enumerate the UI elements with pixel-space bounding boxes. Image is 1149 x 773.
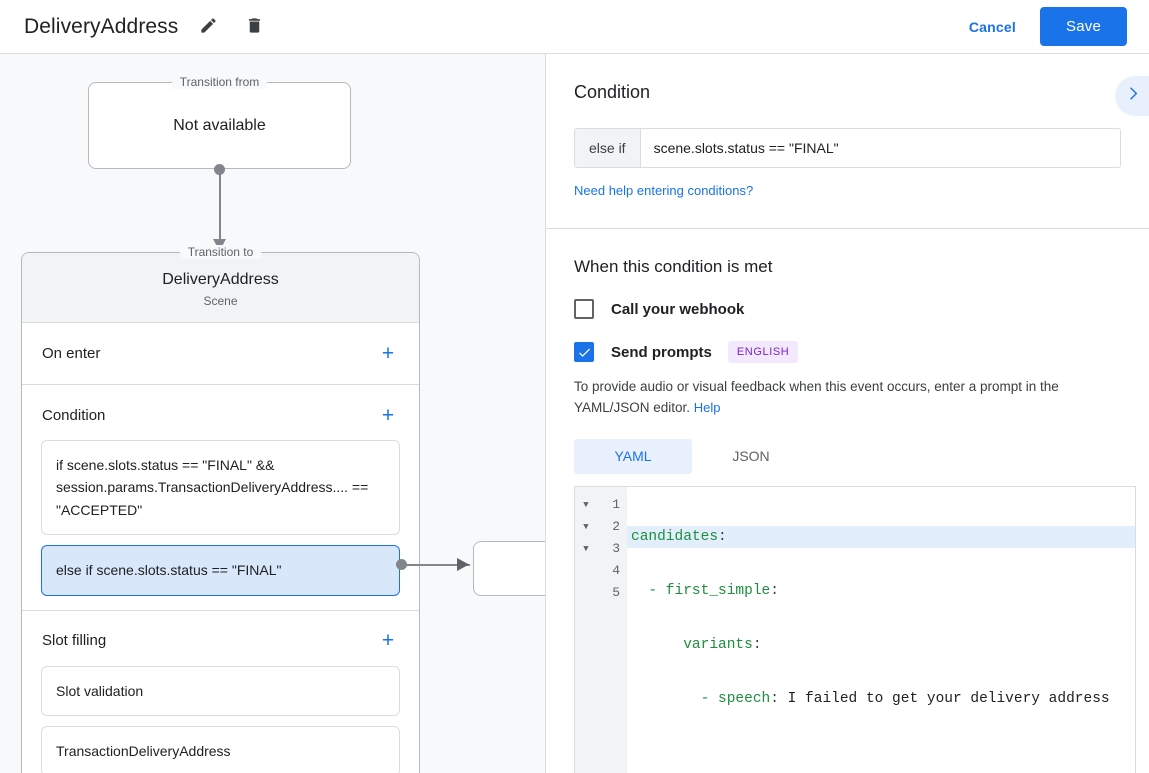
slot-validation-item[interactable]: Slot validation [41, 665, 400, 716]
condition-input-row: else if [574, 128, 1121, 168]
panel-divider [545, 54, 546, 773]
connector-line-horizontal [402, 564, 470, 566]
send-prompts-label: Send prompts [611, 343, 712, 361]
add-on-enter-button[interactable]: + [381, 341, 395, 365]
tab-yaml[interactable]: YAML [574, 438, 692, 474]
slot-item-transaction-delivery-address[interactable]: TransactionDeliveryAddress [41, 725, 400, 773]
code-line: candidates: [627, 525, 1135, 548]
save-button[interactable]: Save [1040, 7, 1127, 46]
yaml-colon: : [770, 582, 779, 599]
code-line: - first_simple: [627, 580, 1135, 602]
yaml-value: I failed to get your delivery address [778, 690, 1110, 707]
yaml-key: candidates [631, 528, 719, 545]
condition-input[interactable] [640, 129, 1120, 167]
delete-button[interactable] [238, 11, 270, 43]
yaml-key: - speech [631, 690, 771, 707]
scene-card: Transition to DeliveryAddress Scene On e… [21, 245, 420, 773]
code-line: - speech: I failed to get your delivery … [627, 688, 1135, 710]
editor-format-tabs: YAML JSON [574, 438, 1121, 474]
add-slot-filling-button[interactable]: + [381, 629, 395, 653]
section-divider [546, 228, 1149, 229]
gutter-line: ▼3 [575, 538, 627, 560]
fold-arrow-icon[interactable]: ▼ [583, 499, 589, 510]
cancel-button[interactable]: Cancel [955, 10, 1030, 44]
scene-section-on-enter: On enter + [22, 323, 419, 385]
page-title: DeliveryAddress [24, 14, 179, 38]
section-title-slot-filling: Slot filling [42, 632, 107, 650]
chevron-right-icon [1124, 85, 1141, 107]
condition-item-selected[interactable]: else if scene.slots.status == "FINAL" [41, 545, 400, 596]
yaml-key: - first_simple [631, 582, 771, 599]
transition-from-legend: Transition from [171, 75, 268, 89]
prompts-help-link[interactable]: Help [693, 399, 721, 415]
call-webhook-label: Call your webhook [611, 300, 745, 318]
yaml-colon: : [770, 690, 779, 707]
webhook-row[interactable]: Call your webhook [574, 299, 1121, 319]
section-header-on-enter: On enter + [22, 323, 419, 370]
trash-icon [245, 16, 264, 38]
scene-section-condition: Condition + if scene.slots.status == "FI… [22, 385, 419, 611]
line-number: 1 [612, 497, 620, 513]
condition-item[interactable]: if scene.slots.status == "FINAL" && sess… [41, 440, 400, 536]
fold-arrow-icon[interactable]: ▼ [583, 543, 589, 554]
scene-canvas[interactable]: Transition from Not available Transition… [0, 54, 545, 773]
connector-dot-top [214, 164, 225, 175]
send-prompts-row[interactable]: Send prompts ENGLISH [574, 341, 1121, 363]
send-prompts-checkbox[interactable] [574, 342, 594, 362]
pencil-icon [199, 16, 218, 38]
prompts-hint-text: To provide audio or visual feedback when… [574, 379, 1059, 415]
condition-prefix-label: else if [575, 129, 641, 167]
section-title-condition: Condition [42, 406, 106, 424]
call-webhook-checkbox[interactable] [574, 299, 594, 319]
yaml-colon: : [718, 528, 727, 545]
detail-panel: Condition else if Need help entering con… [546, 54, 1149, 773]
condition-section: Condition else if Need help entering con… [546, 54, 1149, 200]
line-number: 2 [612, 519, 620, 535]
connector-arrow-right [457, 558, 469, 571]
transition-from-box: Transition from Not available [88, 75, 351, 169]
section-header-condition: Condition + [22, 385, 419, 432]
app-header: DeliveryAddress Cancel Save [0, 0, 1149, 54]
fold-arrow-icon[interactable]: ▼ [583, 521, 589, 532]
add-condition-button[interactable]: + [381, 403, 395, 427]
edit-name-button[interactable] [192, 11, 224, 43]
connector-line-vertical [219, 170, 221, 242]
editor-gutter: ▼1 ▼2 ▼3 4 5 [575, 486, 627, 773]
when-condition-met-section: When this condition is met Call your web… [546, 229, 1149, 773]
target-node-stub[interactable] [473, 541, 545, 596]
scene-section-slot-filling: Slot filling + Slot validation Transacti… [22, 611, 419, 773]
scene-card-subtitle: Scene [203, 294, 238, 308]
section-title-on-enter: On enter [42, 344, 101, 362]
tab-json[interactable]: JSON [732, 448, 770, 465]
gutter-line: 5 [575, 582, 627, 604]
yaml-colon: : [752, 636, 762, 653]
condition-help-link[interactable]: Need help entering conditions? [574, 183, 754, 198]
when-condition-met-heading: When this condition is met [574, 257, 773, 276]
checkmark-icon [578, 348, 590, 357]
line-number: 3 [612, 541, 620, 557]
gutter-line: 4 [575, 560, 627, 582]
expand-panel-button[interactable] [1115, 76, 1149, 116]
scene-card-title: DeliveryAddress [162, 271, 279, 288]
transition-to-legend: Transition to [179, 245, 262, 259]
gutter-line: ▼2 [575, 516, 627, 538]
editor-code-area[interactable]: candidates: - first_simple: variants: - … [627, 487, 1135, 773]
transition-from-value: Not available [173, 116, 266, 134]
prompt-code-editor[interactable]: ▼1 ▼2 ▼3 4 5 candidates: - first_simple:… [574, 485, 1136, 773]
gutter-line: ▼1 [575, 494, 627, 516]
scene-card-header[interactable]: DeliveryAddress Scene [22, 253, 419, 323]
code-line [627, 742, 1135, 764]
line-number: 5 [612, 585, 620, 601]
language-badge: ENGLISH [727, 341, 799, 363]
line-number: 4 [612, 563, 620, 579]
prompts-hint: To provide audio or visual feedback when… [574, 377, 1121, 419]
condition-heading: Condition [574, 82, 651, 102]
code-line: variants: [627, 634, 1135, 656]
yaml-key: variants [631, 636, 753, 653]
connector-dot-condition [396, 559, 407, 570]
section-header-slot-filling: Slot filling + [22, 611, 419, 658]
